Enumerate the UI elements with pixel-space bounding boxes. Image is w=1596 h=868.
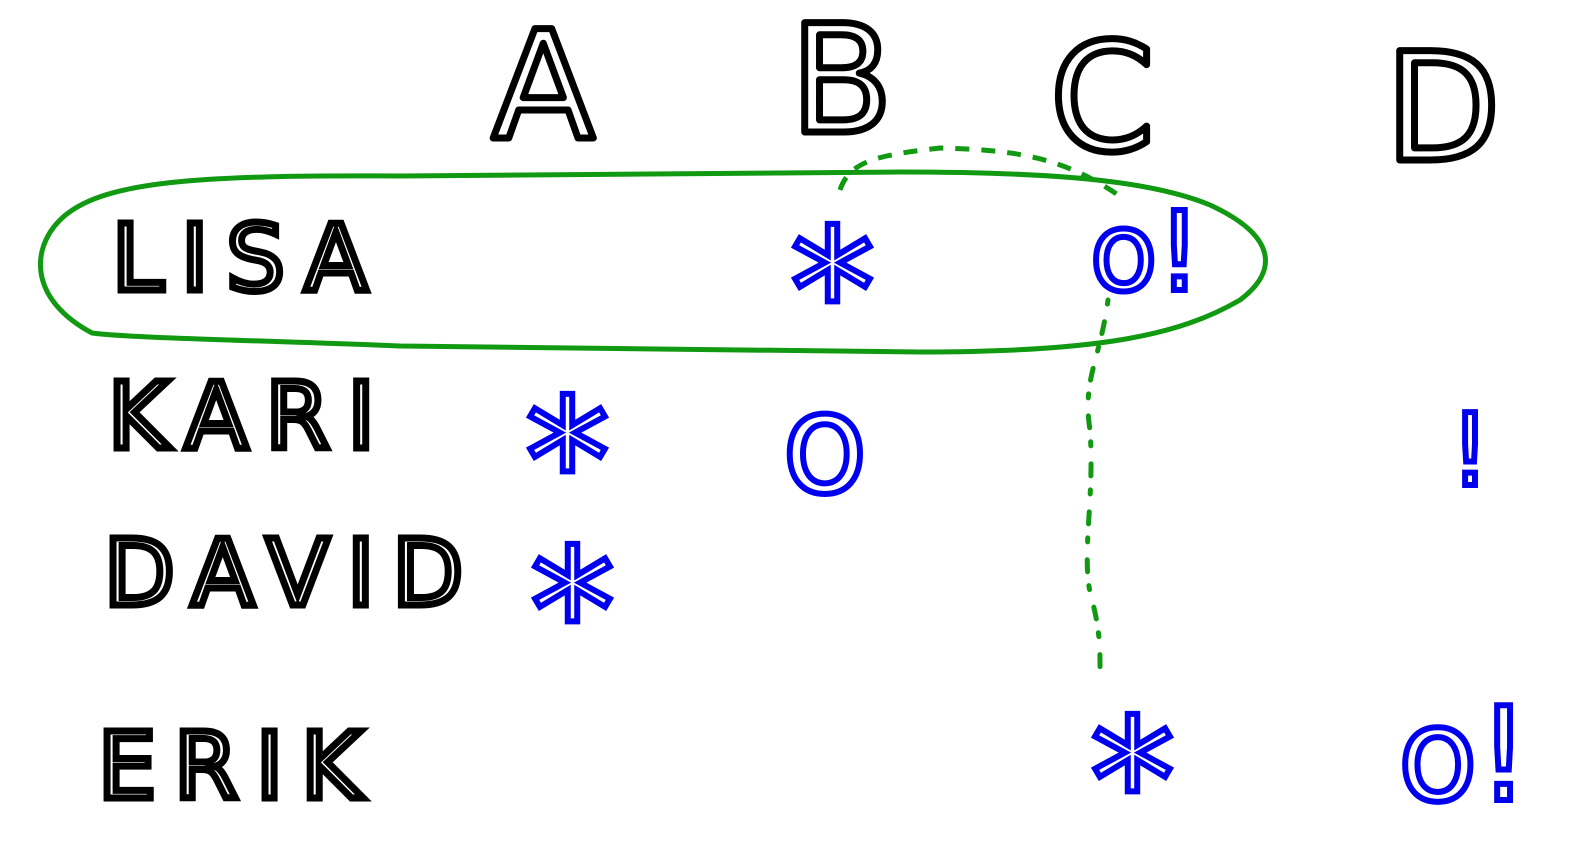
column-header-a: A [492,0,595,174]
cell-lisa-b: * [790,193,875,391]
column-header-d: D [1385,22,1501,196]
lisa-row-highlight-ellipse [38,169,1268,355]
row-name-erik: ERIK [98,713,380,820]
cell-david-a: * [530,513,615,711]
row-name-david: DAVID [104,520,481,627]
dashed-connector-b-to-c [837,145,1120,198]
cell-erik-d: o! [1398,679,1530,831]
cell-kari-a: * [525,363,610,561]
cell-erik-c: * [1090,683,1175,868]
cell-kari-b: o [782,363,868,526]
column-header-c: C [1050,12,1155,186]
dotted-connector-lisa-to-erik [1084,297,1111,671]
column-header-b: B [790,0,893,168]
cell-lisa-c: o! [1090,188,1201,316]
cell-kari-d: ! [1450,392,1490,509]
row-name-lisa: LISA [112,205,385,312]
row-name-kari: KARI [108,363,393,470]
